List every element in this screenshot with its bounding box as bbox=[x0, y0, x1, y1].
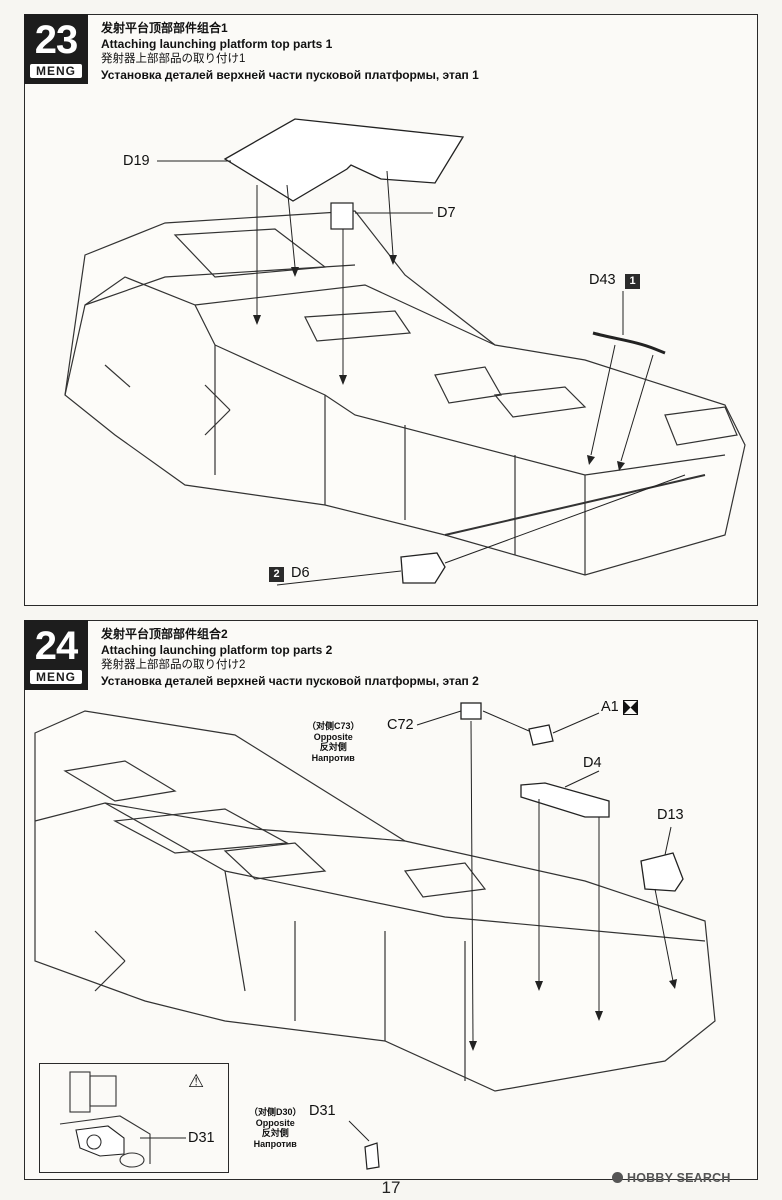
step-23-panel: 23 MENG 发射平台顶部部件组合1 Attaching launching … bbox=[24, 14, 758, 606]
note-d31-opposite-ru: Напротив bbox=[253, 1138, 297, 1149]
detail-inset: ⚠ D31 bbox=[39, 1063, 229, 1173]
cross-mark-icon bbox=[624, 701, 637, 714]
hull-top-outline bbox=[64, 210, 746, 576]
title-ru: Установка деталей верхней части пусковой… bbox=[101, 673, 479, 688]
note-c72-opposite-en: Opposite bbox=[313, 731, 353, 742]
title-en: Attaching launching platform top parts 1 bbox=[101, 36, 333, 51]
part-d43 bbox=[592, 331, 666, 355]
step-badge: 23 MENG bbox=[24, 14, 88, 84]
label-d31: D31 bbox=[309, 1103, 336, 1119]
part-d19-plate bbox=[223, 118, 465, 202]
note-c72-opposite-zh: （对侧C73） bbox=[307, 721, 360, 731]
step-badge: 24 MENG bbox=[24, 620, 88, 690]
note-c72-opposite-ru: Напротив bbox=[311, 752, 355, 763]
label-d13: D13 bbox=[657, 807, 684, 823]
part-c72 bbox=[460, 702, 482, 720]
part-a1 bbox=[528, 724, 554, 746]
page-number: 17 bbox=[381, 1178, 401, 1197]
label-c72: C72 bbox=[387, 717, 414, 733]
inset-drawing bbox=[59, 1071, 186, 1168]
label-d6: D6 bbox=[291, 565, 310, 581]
sequence-badge-2: 2 bbox=[269, 567, 284, 582]
title-en: Attaching launching platform top parts 2 bbox=[101, 642, 333, 657]
watermark-text: HOBBY SEARCH bbox=[627, 1171, 731, 1185]
warning-icon: ⚠ bbox=[188, 1071, 205, 1091]
note-d31-opposite-ja: 反対側 bbox=[261, 1128, 289, 1138]
part-d31 bbox=[364, 1142, 380, 1170]
step-titles: 发射平台顶部部件组合2 Attaching launching platform… bbox=[101, 627, 479, 689]
note-d31-opposite-en: Opposite bbox=[255, 1117, 295, 1128]
inset-part-d31 bbox=[75, 1125, 125, 1157]
note-d31-opposite-zh: （对侧D30） bbox=[249, 1107, 302, 1117]
note-c72-opposite: （对侧C73） Opposite 反対側 Напротив bbox=[307, 721, 360, 763]
label-d19: D19 bbox=[123, 153, 150, 169]
watermark: HOBBY SEARCH bbox=[612, 1171, 731, 1185]
assembly-drawing-24 bbox=[34, 702, 716, 1170]
title-ja: 発射器上部部品の取り付け1 bbox=[101, 53, 246, 65]
part-d7 bbox=[330, 202, 354, 230]
title-zh: 发射平台顶部部件组合1 bbox=[101, 21, 228, 35]
note-c72-opposite-ja: 反対側 bbox=[319, 742, 347, 752]
part-d4 bbox=[520, 782, 610, 818]
title-ja: 発射器上部部品の取り付け2 bbox=[101, 659, 246, 671]
cut-from-sprue-icon bbox=[623, 700, 638, 715]
part-d6 bbox=[400, 552, 446, 584]
assembly-drawing-23 bbox=[64, 118, 746, 586]
note-d31-opposite: （对侧D30） Opposite 反対側 Напротив bbox=[249, 1107, 302, 1149]
brand-logo: MENG bbox=[30, 64, 82, 78]
step-number: 24 bbox=[34, 624, 79, 668]
step-24-panel: 24 MENG 发射平台顶部部件组合2 Attaching launching … bbox=[24, 620, 758, 1180]
watermark-logo-icon bbox=[612, 1172, 623, 1183]
label-d7: D7 bbox=[437, 205, 456, 221]
part-d13 bbox=[640, 852, 684, 892]
step-number: 23 bbox=[34, 18, 79, 62]
inset-label-d31: D31 bbox=[188, 1130, 215, 1146]
step-titles: 发射平台顶部部件组合1 Attaching launching platform… bbox=[101, 21, 479, 83]
title-ru: Установка деталей верхней части пусковой… bbox=[101, 67, 479, 82]
brand-logo: MENG bbox=[30, 670, 82, 684]
label-d43: D43 bbox=[589, 272, 616, 288]
hull-top-outline bbox=[34, 710, 716, 1092]
label-d4: D4 bbox=[583, 755, 602, 771]
label-a1: A1 bbox=[601, 699, 619, 715]
sequence-badge-1: 1 bbox=[625, 274, 640, 289]
title-zh: 发射平台顶部部件组合2 bbox=[101, 627, 228, 641]
